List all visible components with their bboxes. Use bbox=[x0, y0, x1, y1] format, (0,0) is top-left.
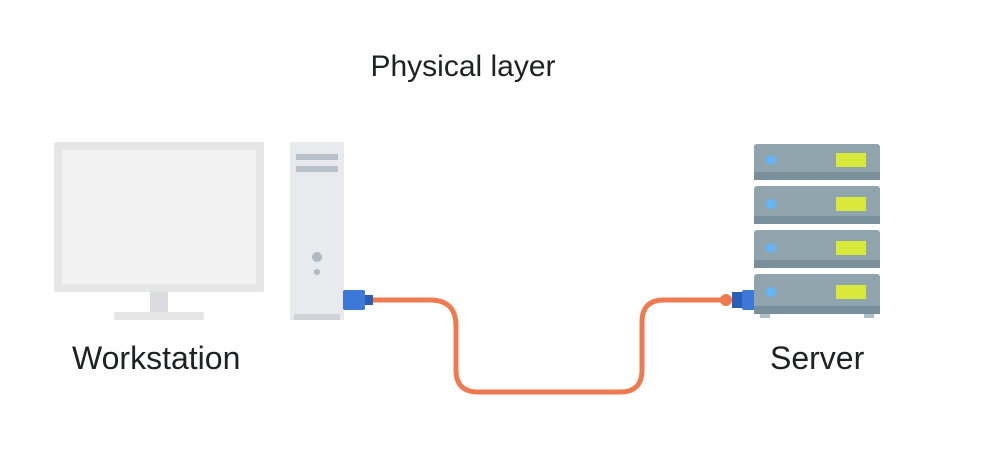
server-unit bbox=[754, 230, 880, 268]
right-connector-icon bbox=[720, 290, 758, 310]
server-foot bbox=[760, 314, 770, 318]
status-led-icon bbox=[766, 199, 776, 209]
left-connector-icon bbox=[343, 290, 373, 310]
server-unit bbox=[754, 274, 880, 314]
drive-light bbox=[836, 153, 866, 167]
workstation-label: Workstation bbox=[72, 340, 241, 376]
monitor-base bbox=[114, 312, 204, 320]
workstation-icon bbox=[54, 142, 344, 320]
status-led-icon bbox=[766, 243, 776, 253]
server-unit bbox=[754, 144, 880, 180]
drive-light bbox=[836, 197, 866, 211]
tower-drive-slot bbox=[296, 154, 338, 160]
drive-light bbox=[836, 241, 866, 255]
network-cable bbox=[343, 290, 758, 395]
status-led-icon bbox=[766, 287, 776, 297]
server-label: Server bbox=[770, 340, 865, 376]
connector-boot bbox=[732, 292, 742, 308]
cable-line bbox=[369, 297, 725, 395]
monitor-neck bbox=[150, 292, 168, 312]
tower-drive-slot bbox=[296, 166, 338, 172]
cable-end bbox=[720, 294, 732, 306]
connector-body bbox=[343, 290, 365, 310]
monitor-screen bbox=[62, 150, 256, 284]
server-unit bbox=[754, 186, 880, 224]
tower-indicator-icon bbox=[314, 269, 320, 275]
diagram-title: Physical layer bbox=[370, 50, 556, 83]
monitor-icon bbox=[54, 142, 264, 320]
server-foot bbox=[864, 314, 874, 318]
tower-foot bbox=[294, 314, 340, 320]
power-button-icon bbox=[312, 252, 322, 262]
status-led-icon bbox=[766, 155, 776, 165]
server-rack-icon bbox=[754, 144, 880, 318]
connector-boot bbox=[365, 295, 373, 305]
tower-icon bbox=[290, 142, 344, 320]
drive-light bbox=[836, 285, 866, 299]
